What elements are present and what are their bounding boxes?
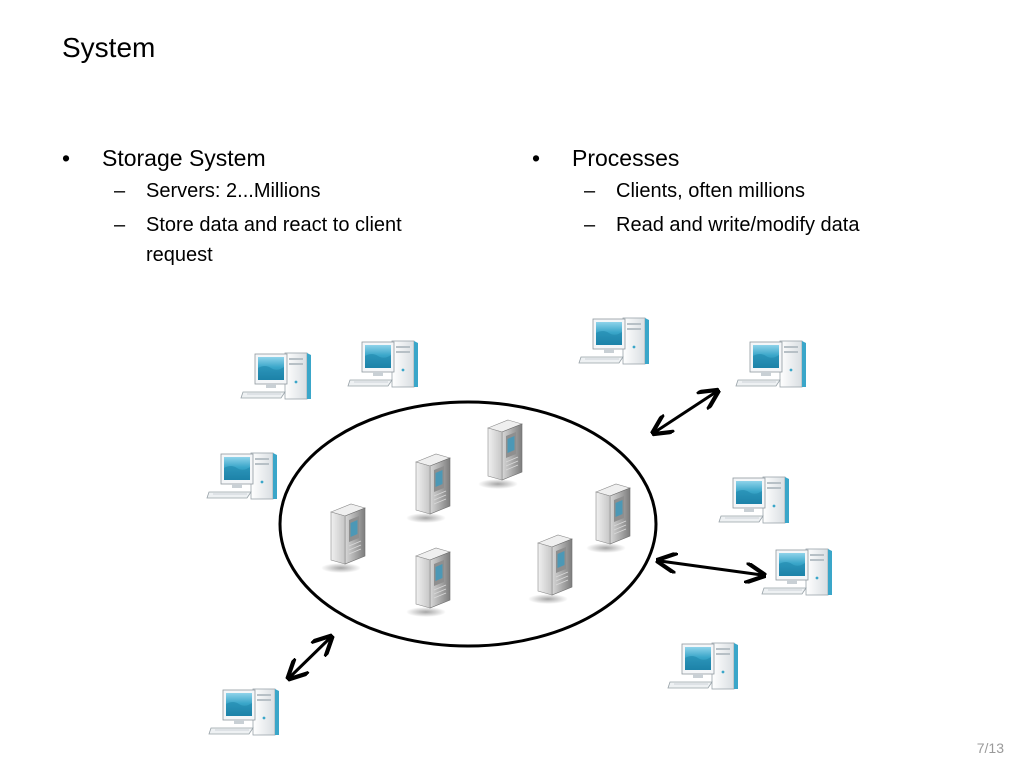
sub-item-text: Read and write/modify data	[616, 214, 860, 236]
processes-heading: Processes	[572, 145, 680, 171]
bullet-storage-system: • Storage System	[62, 144, 482, 172]
sub-item-clients: – Clients, often millions	[584, 176, 952, 206]
dash: –	[584, 180, 596, 202]
slide-title: System	[62, 32, 156, 63]
storage-system-ellipse	[278, 400, 658, 648]
sub-item-text: Store data and react to client request	[146, 214, 402, 266]
desktop-computer-icon	[206, 452, 278, 500]
bullet-dot: •	[62, 145, 71, 171]
dash: –	[584, 214, 596, 236]
sub-item-read-write: – Read and write/modify data	[584, 210, 952, 240]
bullet-dot: •	[532, 145, 541, 171]
storage-system-section: • Storage System – Servers: 2...Millions…	[62, 144, 482, 270]
desktop-computer-icon	[735, 340, 807, 388]
server-icon	[477, 419, 523, 490]
storage-system-heading: Storage System	[102, 145, 266, 171]
page-number: 7/13	[976, 740, 1004, 756]
desktop-computer-icon	[347, 340, 419, 388]
server-icon	[405, 453, 451, 524]
sub-item-servers: – Servers: 2...Millions	[114, 176, 482, 206]
server-icon	[585, 483, 631, 554]
dash: –	[114, 180, 126, 202]
server-icon	[320, 503, 366, 574]
server-icon	[527, 534, 573, 605]
connection-arrow	[660, 561, 762, 575]
server-icon	[405, 547, 451, 618]
desktop-computer-icon	[667, 642, 739, 690]
dash: –	[114, 214, 126, 236]
desktop-computer-icon	[240, 352, 312, 400]
connection-arrow	[290, 638, 330, 677]
desktop-computer-icon	[578, 317, 650, 365]
desktop-computer-icon	[718, 476, 790, 524]
desktop-computer-icon	[761, 548, 833, 596]
sub-item-text: Clients, often millions	[616, 180, 805, 202]
bullet-processes: • Processes	[532, 144, 952, 172]
sub-item-store-data: – Store data and react to client request	[114, 210, 482, 270]
processes-section: • Processes – Clients, often millions – …	[532, 144, 952, 240]
desktop-computer-icon	[208, 688, 280, 736]
connection-arrow	[655, 392, 716, 432]
sub-item-text: Servers: 2...Millions	[146, 180, 321, 202]
